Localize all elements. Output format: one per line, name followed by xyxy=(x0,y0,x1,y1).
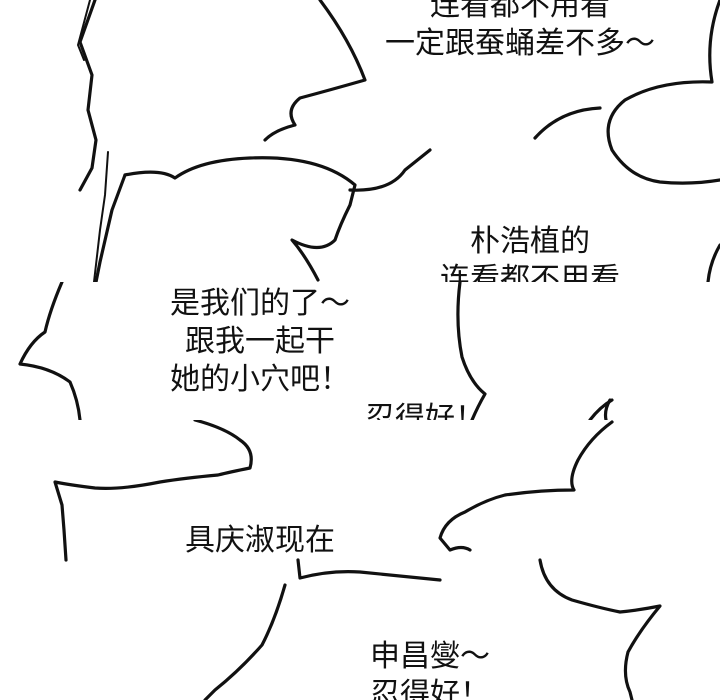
speech-bubble-text: 具庆淑现在 xyxy=(150,522,370,560)
speech-line: 一定跟蚕蛹差不多～ xyxy=(385,26,655,61)
speech-line: 连看都不用看 xyxy=(430,0,610,23)
panel-1-linework xyxy=(77,0,720,282)
speech-line: 连看都不用看 xyxy=(440,262,620,282)
panel-3-linework xyxy=(53,420,662,700)
comic-panel-1: 连看都不用看 一定跟蚕蛹差不多～ 朴浩植的 连看都不用看 xyxy=(0,0,720,282)
speech-bubble-text: 忍得好！ xyxy=(330,400,520,420)
speech-line: 忍得好！ xyxy=(365,401,485,420)
speech-line: 朴浩植的 xyxy=(470,224,590,259)
speech-bubble-text: 申昌燮～ 忍得好！ xyxy=(330,638,530,700)
panel-2-linework xyxy=(18,282,614,420)
speech-bubble-text: 是我们的了～ 跟我一起干 她的小穴吧！ xyxy=(110,285,410,399)
speech-line: 忍得好！ xyxy=(370,677,490,700)
speech-line: 是我们的了～ xyxy=(170,286,350,321)
speech-bubble-text: 连看都不用看 一定跟蚕蛹差不多～ xyxy=(360,0,680,63)
comic-panel-2: 是我们的了～ 跟我一起干 她的小穴吧！ 忍得好！ xyxy=(0,282,720,420)
speech-bubble-text: 朴浩植的 连看都不用看 xyxy=(380,223,680,282)
speech-line: 跟我一起干 xyxy=(185,324,335,359)
comic-panel-3: 具庆淑现在 申昌燮～ 忍得好！ xyxy=(0,420,720,700)
speech-line: 她的小穴吧！ xyxy=(170,362,350,397)
speech-line: 申昌燮～ xyxy=(370,639,490,674)
speech-line: 具庆淑现在 xyxy=(185,523,335,558)
